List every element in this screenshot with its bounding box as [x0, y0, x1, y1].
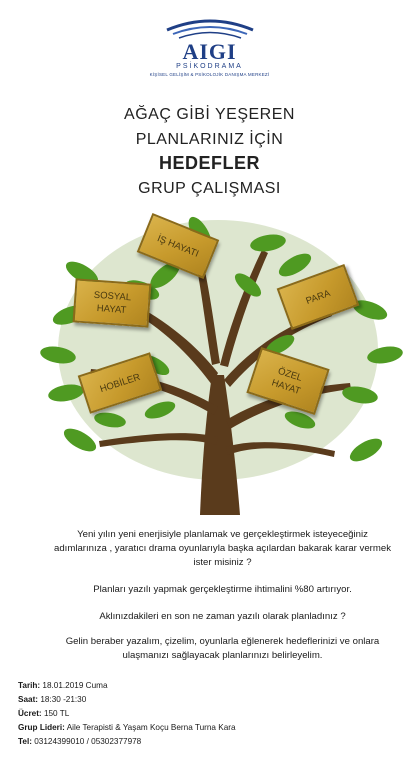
paragraph-intro: Yeni yılın yeni enerjisiyle planlamak ve… [54, 529, 391, 568]
event-details: Tarih: 18.01.2019 Cuma Saat: 18:30 -21:3… [18, 679, 236, 749]
detail-leader: Grup Lideri: Aile Terapisti & Yaşam Koçu… [18, 721, 236, 735]
heading-line-4: GRUP ÇALIŞMASI [138, 180, 281, 197]
tree-illustration: İŞ HAYATI SOSYAL HAYAT PARA HOBİLER ÖZEL… [30, 213, 410, 515]
date-value: 18.01.2019 Cuma [42, 681, 108, 690]
logo-name: AIGI [182, 39, 237, 64]
paragraph-question: Aklınızdakileri en son ne zaman yazılı o… [99, 611, 346, 622]
leader-label: Grup Lideri: [18, 723, 65, 732]
tree-graphic [40, 216, 403, 515]
paragraph-stat: Planları yazılı yapmak gerçekleştirme ih… [93, 584, 352, 595]
logo: AIGI PSİKODRAMA KİŞİSEL GELİŞİM & PSİKOL… [0, 0, 419, 90]
fee-label: Ücret: [18, 709, 42, 718]
detail-date: Tarih: 18.01.2019 Cuma [18, 679, 236, 693]
logo-swoosh-icon [166, 19, 254, 39]
detail-time: Saat: 18:30 -21:30 [18, 693, 236, 707]
paragraph-invite: Gelin beraber yazalım, çizelim, oyunlarl… [65, 636, 380, 661]
detail-fee: Ücret: 150 TL [18, 707, 236, 721]
logo-tagline: KİŞİSEL GELİŞİM & PSİKOLOJİK DANIŞMA MER… [149, 72, 270, 77]
phone-label: Tel: [18, 737, 32, 746]
heading-line-3: HEDEFLER [158, 153, 260, 173]
logo-subtitle: PSİKODRAMA [176, 63, 243, 70]
plank-sosyal-hayat: SOSYAL HAYAT [72, 278, 152, 328]
date-label: Tarih: [18, 681, 41, 690]
phone-value: 03124399010 / 05302377978 [34, 737, 142, 746]
time-value: 18:30 -21:30 [40, 695, 87, 704]
leader-value: Aile Terapisti & Yaşam Koçu Berna Turna … [66, 723, 236, 732]
heading-line-1: AĞAÇ GİBİ YEŞEREN [124, 106, 295, 123]
time-label: Saat: [18, 695, 39, 704]
heading-line-2: PLANLARINIZ İÇİN [135, 131, 284, 148]
fee-value: 150 TL [43, 709, 70, 718]
detail-phone: Tel: 03124399010 / 05302377978 [18, 735, 236, 749]
